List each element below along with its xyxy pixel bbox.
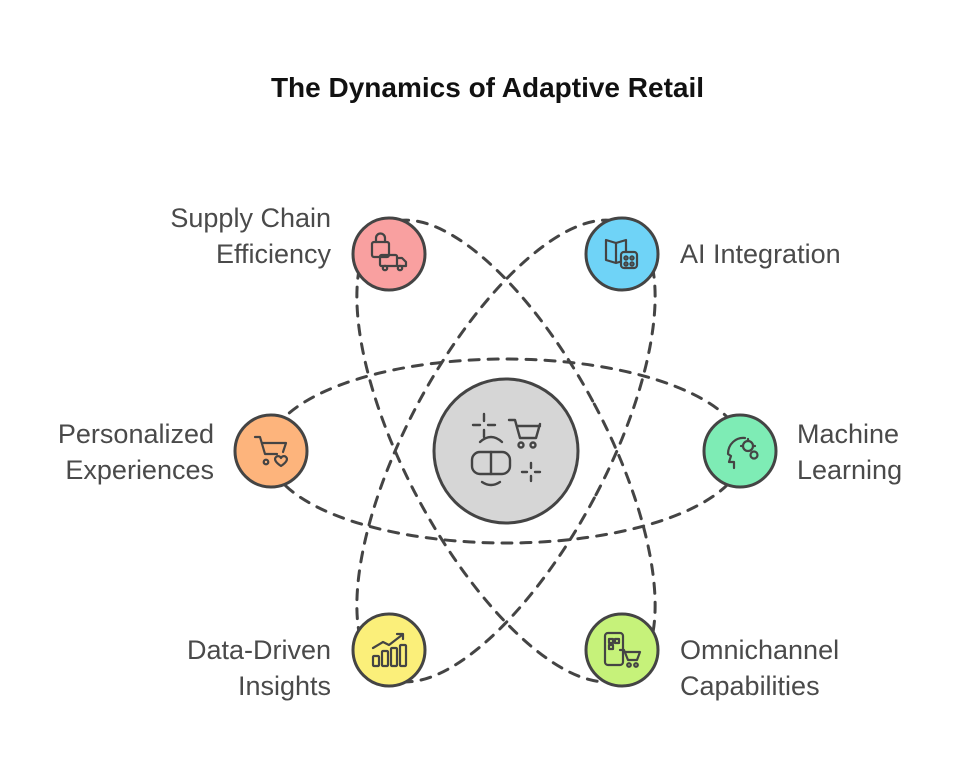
- node-circle: [351, 612, 427, 688]
- bar-chart-icon: [371, 632, 408, 668]
- phone-cart-icon: [603, 631, 642, 668]
- node-supply-chain: [351, 216, 427, 292]
- node-ai-integration: [584, 216, 660, 292]
- center-circle: [432, 377, 580, 525]
- node-personalized: [233, 413, 309, 489]
- head-gears-icon: [726, 436, 759, 470]
- node-circle: [233, 413, 309, 489]
- page-title: The Dynamics of Adaptive Retail: [270, 72, 705, 103]
- node-machine-learning: [702, 413, 778, 489]
- label-omnichannel: Omnichannel Capabilities: [680, 635, 840, 701]
- label-ai-integration: AI Integration: [680, 239, 841, 269]
- label-data-driven: Data-Driven Insights: [186, 635, 331, 701]
- label-personalized: Personalized Experiences: [57, 419, 214, 485]
- node-omnichannel: [584, 612, 660, 688]
- center-node: [432, 377, 580, 525]
- cart-heart-icon: [253, 435, 289, 468]
- label-machine-learning: Machine Learning: [797, 419, 903, 485]
- vr-cart-icon: [470, 412, 542, 487]
- node-data-driven: [351, 612, 427, 688]
- shopping-bag-truck-icon: [370, 232, 408, 272]
- node-circle: [702, 413, 778, 489]
- label-supply-chain: Supply Chain Efficiency: [170, 203, 331, 269]
- book-robot-icon: [604, 238, 639, 270]
